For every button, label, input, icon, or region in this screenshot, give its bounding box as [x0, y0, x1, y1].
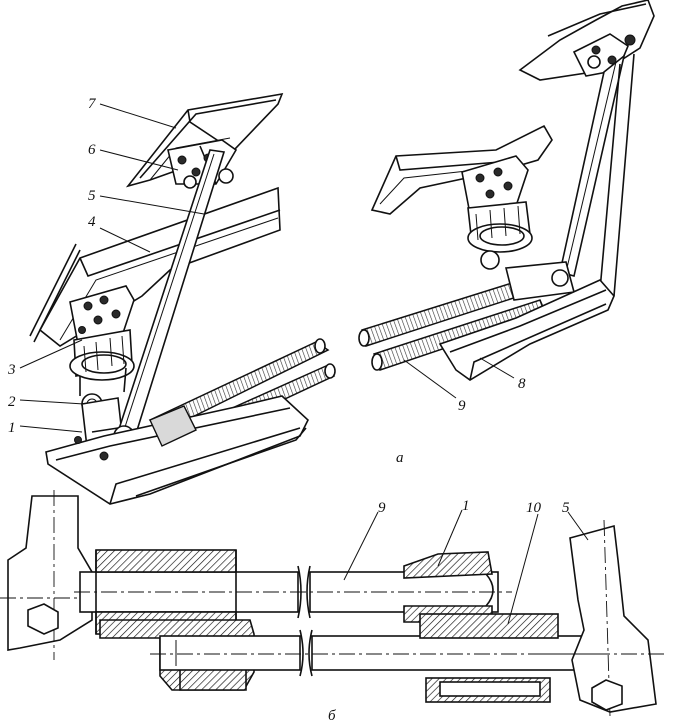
rubber-bushing-seat-right [467, 201, 533, 270]
lower-base-rail-left [45, 395, 309, 505]
callout-1: 1 [8, 420, 16, 436]
frame-cross-member-right [370, 124, 553, 215]
upper-bracket-right [518, 0, 655, 81]
callout-leaders-view-b [343, 509, 589, 625]
callout-5-section: 5 [562, 500, 570, 516]
torsion-lever-right [504, 261, 576, 301]
section-lower-torsion-bar [159, 629, 585, 677]
mounting-bracket-3 [69, 285, 135, 345]
callout-numbers-view-a: 7 6 5 4 3 2 1 8 9 а [7, 96, 526, 466]
callout-6: 6 [88, 142, 96, 158]
rubber-bushing-seat [69, 329, 135, 396]
callout-1-section: 1 [462, 498, 470, 514]
callout-leaders-view-a [19, 103, 515, 433]
callout-5: 5 [88, 188, 96, 204]
callout-4: 4 [88, 214, 96, 230]
diagonal-strut-right [559, 53, 635, 297]
view-a-left-assembly [29, 92, 336, 505]
view-b-section [0, 490, 668, 717]
callout-numbers-view-b: 9 1 10 5 б [328, 498, 570, 723]
torsion-bar-pair-right [358, 277, 548, 371]
callout-8: 8 [518, 376, 526, 392]
callout-7: 7 [88, 96, 97, 112]
callout-3: 3 [7, 362, 16, 378]
callout-10: 10 [526, 500, 542, 516]
section-lower-right-bushing-10 [419, 613, 559, 703]
view-a-caption: а [396, 450, 404, 466]
section-left-lever [0, 490, 130, 660]
view-b-caption: б [328, 708, 336, 723]
callout-9-section: 9 [378, 500, 386, 516]
callout-9: 9 [458, 398, 466, 414]
lower-rail-8 [438, 279, 615, 381]
callout-2: 2 [8, 394, 16, 410]
section-right-lever-5 [540, 519, 668, 717]
mounting-bracket-right [461, 155, 529, 215]
view-a-right-assembly [358, 0, 655, 381]
